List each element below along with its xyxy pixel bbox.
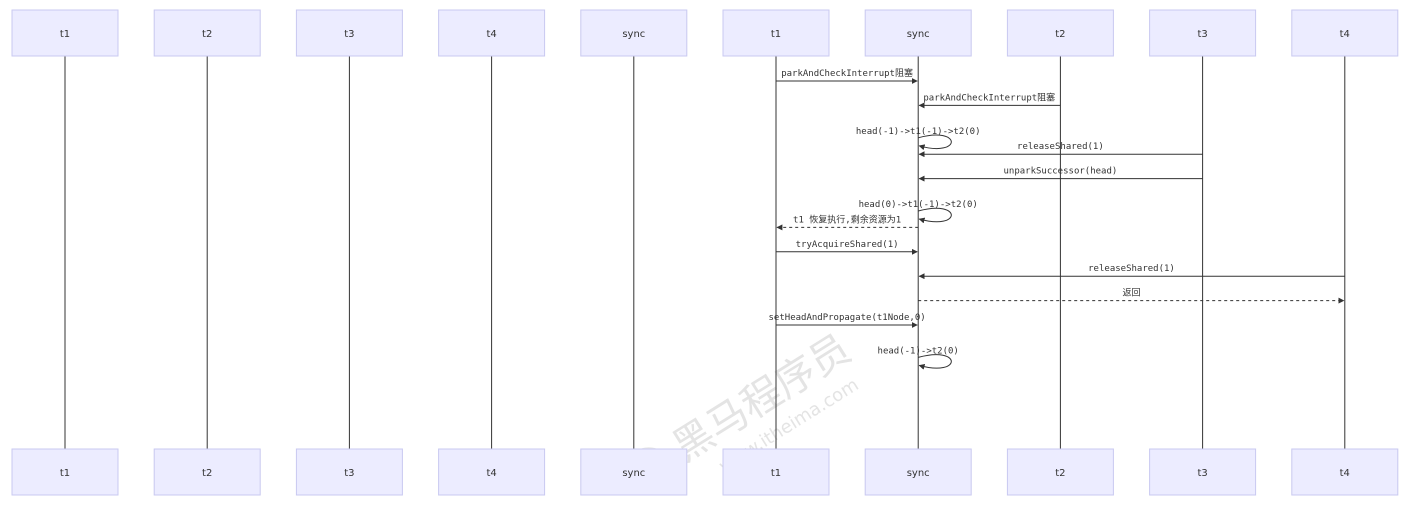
actor-label: t3 xyxy=(344,468,354,479)
actor-label: sync xyxy=(622,468,645,479)
message-label: head(-1)->t1(-1)->t2(0) xyxy=(856,127,981,137)
actor-box xyxy=(1149,9,1257,57)
actor-label: sync xyxy=(622,29,645,40)
actor-t2-top: t2 xyxy=(1006,9,1114,57)
message-7: tryAcquireShared(1) xyxy=(776,240,918,255)
message-10: setHeadAndPropagate(t1Node,0) xyxy=(769,313,926,328)
message-label: unparkSuccessor(head) xyxy=(1004,167,1118,177)
actor-t2-bottom: t2 xyxy=(1006,448,1114,496)
actor-box xyxy=(438,9,546,57)
actor-box xyxy=(11,448,119,496)
message-label: setHeadAndPropagate(t1Node,0) xyxy=(769,313,926,323)
actor-t2-bottom: t2 xyxy=(153,448,261,496)
message-label: releaseShared(1) xyxy=(1017,142,1104,152)
actor-label: t1 xyxy=(60,29,70,40)
actor-t4-bottom: t4 xyxy=(1291,448,1399,496)
actors-top-row: t1 t2 t3 t4 sync t1 sync t2 t3 t4 xyxy=(11,9,1399,57)
actor-box xyxy=(153,9,261,57)
actor-sync-bottom: sync xyxy=(864,448,972,496)
message-11: head(-1)->t2(0) xyxy=(878,346,959,370)
actor-t1-top: t1 xyxy=(722,9,830,57)
message-label: parkAndCheckInterrupt阻塞 xyxy=(923,91,1055,103)
actor-label: t2 xyxy=(1055,468,1065,479)
actor-t2-top: t2 xyxy=(153,9,261,57)
actor-box xyxy=(722,9,830,57)
actor-label: t2 xyxy=(1055,29,1065,40)
actor-box xyxy=(722,448,830,496)
actor-label: t4 xyxy=(1340,29,1350,40)
actor-box xyxy=(864,448,972,496)
self-message-arrow xyxy=(918,207,952,224)
actor-label: t3 xyxy=(1197,29,1207,40)
actor-t1-bottom: t1 xyxy=(722,448,830,496)
message-1: parkAndCheckInterrupt阻塞 xyxy=(918,91,1061,109)
self-message-arrow xyxy=(918,354,952,370)
actor-box xyxy=(1149,448,1257,496)
actor-label: t2 xyxy=(202,29,212,40)
actor-label: t3 xyxy=(1197,468,1207,479)
actor-sync-top: sync xyxy=(580,9,688,57)
actor-box xyxy=(295,9,403,57)
message-3: releaseShared(1) xyxy=(918,142,1203,158)
actor-t3-top: t3 xyxy=(295,9,403,57)
message-label: releaseShared(1) xyxy=(1088,264,1175,274)
actor-box xyxy=(438,448,546,496)
message-8: releaseShared(1) xyxy=(918,264,1345,280)
message-9: 返回 xyxy=(918,287,1345,304)
actor-t3-top: t3 xyxy=(1149,9,1257,57)
message-5: head(0)->t1(-1)->t2(0) xyxy=(859,200,978,224)
actor-label: sync xyxy=(907,468,930,479)
actor-t4-top: t4 xyxy=(438,9,546,57)
actor-box xyxy=(1006,9,1114,57)
actor-box xyxy=(1006,448,1114,496)
actor-t3-bottom: t3 xyxy=(295,448,403,496)
actors-bottom-row: t1 t2 t3 t4 sync t1 sync t2 t3 t4 xyxy=(11,448,1399,496)
lifelines xyxy=(64,56,1346,449)
message-2: head(-1)->t1(-1)->t2(0) xyxy=(856,127,981,151)
messages: parkAndCheckInterrupt阻塞 parkAndCheckInter… xyxy=(769,67,1345,370)
actor-label: t1 xyxy=(771,29,781,40)
actor-label: t4 xyxy=(486,468,496,479)
actor-label: t4 xyxy=(1340,468,1350,479)
message-4: unparkSuccessor(head) xyxy=(918,167,1203,182)
message-6: t1 恢复执行,剩余资源为1 xyxy=(776,213,919,231)
actor-box xyxy=(580,9,688,57)
actor-label: t3 xyxy=(344,29,354,40)
message-label: tryAcquireShared(1) xyxy=(796,240,899,250)
actor-label: t1 xyxy=(60,468,70,479)
actor-sync-bottom: sync xyxy=(580,448,688,496)
actor-sync-top: sync xyxy=(864,9,972,57)
actor-box xyxy=(580,448,688,496)
message-label: t1 恢复执行,剩余资源为1 xyxy=(793,213,901,225)
actor-t1-top: t1 xyxy=(11,9,119,57)
actor-t4-top: t4 xyxy=(1291,9,1399,57)
actor-t3-bottom: t3 xyxy=(1149,448,1257,496)
actor-label: t4 xyxy=(486,29,496,40)
message-label: 返回 xyxy=(1122,287,1140,299)
actor-box xyxy=(1291,9,1399,57)
actor-box xyxy=(1291,448,1399,496)
actor-t4-bottom: t4 xyxy=(438,448,546,496)
actor-box xyxy=(864,9,972,57)
message-0: parkAndCheckInterrupt阻塞 xyxy=(776,67,918,84)
actor-box xyxy=(153,448,261,496)
message-label: head(0)->t1(-1)->t2(0) xyxy=(859,200,978,210)
actor-label: sync xyxy=(907,29,930,40)
message-label: parkAndCheckInterrupt阻塞 xyxy=(781,67,913,79)
actor-box xyxy=(11,9,119,57)
message-label: head(-1)->t2(0) xyxy=(878,346,959,356)
actor-box xyxy=(295,448,403,496)
actor-label: t2 xyxy=(202,468,212,479)
actor-t1-bottom: t1 xyxy=(11,448,119,496)
self-message-arrow xyxy=(918,134,952,151)
actor-label: t1 xyxy=(771,468,781,479)
